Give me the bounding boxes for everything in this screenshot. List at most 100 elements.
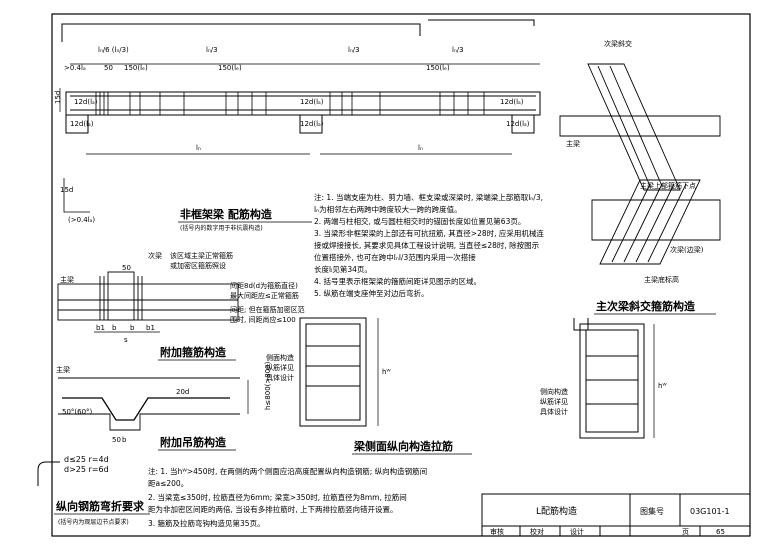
title-additional-hanger: 附加吊筋构造	[160, 435, 227, 449]
oblique-bottom: 主梁底标高	[644, 275, 679, 284]
note-top-3: 3. 当梁形非框架梁的上部还有可抗扭筋, 其直径>28时, 应采用机械连	[314, 228, 544, 238]
label-15d: 15d	[54, 91, 62, 104]
hanger-50: 50	[112, 436, 121, 444]
spacing-a: 间距8d(d为箍筋直径)	[230, 281, 298, 290]
notes-bottom: 注: 1. 当hᵂ>450时, 在两侧的两个侧面应沿高度配置纵向构造钢筋; 纵向…	[148, 466, 427, 528]
spacing-b: 最大间距应≤正常箍筋	[230, 291, 299, 300]
bend-drawing	[37, 461, 60, 486]
title-bend-req: 纵向钢筋弯折要求	[56, 499, 145, 513]
label-ln3-a: lₙ/3	[206, 46, 218, 54]
stirrup-main-beam: 主梁	[60, 275, 74, 284]
oblique-text: 次梁斜交 主梁 主梁上部箍筋下点 次梁(边梁) 主梁底标高	[566, 39, 704, 284]
oblique-small-title: 次梁斜交	[604, 39, 632, 48]
tb-page-no: 65	[716, 528, 725, 536]
left-hook	[63, 178, 90, 213]
hanger-b: b	[122, 436, 127, 444]
title-bend-req-sub: (括号内为观层边节点要求)	[58, 518, 129, 526]
tb-set-no: 03G101-1	[690, 507, 730, 516]
note-bottom-1: 距a≤200。	[148, 479, 188, 488]
label-ln-2: lₙ	[418, 144, 423, 152]
stirrup-50: 50	[122, 264, 131, 272]
title-block	[481, 493, 751, 537]
note-top-5: 位置搭接外, 也可在跨中lₙl/3范围内采用一次搭接	[314, 252, 476, 262]
spacing-c: 间距; 但在箍筋加密区范	[230, 305, 305, 314]
stirrup-note-a: 该区域主梁正常箍筋	[170, 251, 233, 260]
side-hw-2: hᵂ	[658, 382, 667, 390]
label-12d-1: 12d(lₐ)	[74, 98, 98, 106]
tb-design: 设计	[570, 527, 584, 536]
stirrup-secondary-beam: 次梁	[148, 251, 162, 260]
title-main-secondary: 主次梁斜交箍筋构造	[596, 299, 696, 313]
tb-review: 审核	[490, 527, 504, 536]
titles: 非框架梁 配筋构造 (括号内的数字用于非抗震构造) 附加箍筋构造 附加吊筋构造 …	[56, 207, 696, 526]
label-04la: >0.4lₐ	[64, 64, 86, 72]
hanger-main-beam: 主梁	[56, 365, 70, 374]
tb-page-label: 页	[682, 528, 689, 536]
note-top-1: lₙ为相邻左右两跨中跨度较大一跨的跨度值。	[314, 204, 462, 214]
note-bottom-2: 2. 当梁宽≤350时, 拉筋直径为6mm; 梁宽>350时, 拉筋直径为8mm…	[148, 492, 407, 502]
left-note-04la: (>0.4lₐ)	[68, 216, 95, 224]
left-note-15d: 15d	[60, 186, 73, 194]
bend-line-1: d≤25 r=4d	[64, 455, 109, 464]
title-block-text: L配筋构造 图集号 03G101-1 审核 校对 设计 页 65	[490, 505, 730, 536]
stirrup-text: 主梁 次梁 该区域主梁正常箍筋 或加密区箍筋照设 50 s b1 b b b1 …	[60, 251, 305, 344]
bend-line-2: d>25 r=6d	[64, 465, 109, 474]
title-non-frame-sub: (括号内的数字用于非抗震构造)	[180, 224, 263, 232]
hanger-20d: 20d	[176, 388, 189, 396]
label-12d-6: 12d(lₐ)	[506, 120, 530, 128]
oblique-drawing	[559, 63, 721, 265]
title-side-bar: 梁侧面纵向构造拉筋	[353, 439, 453, 453]
oblique-main-beam: 主梁	[566, 139, 580, 148]
side-section-drawing	[299, 317, 655, 439]
hanger-h: h≤800(>800)	[264, 361, 272, 410]
note-top-0: 注: 1. 当端支座为柱、剪力墙、框支梁或深梁时, 梁端梁上部筋取lₙ/3,	[314, 192, 543, 202]
title-underlines	[54, 221, 716, 515]
title-non-frame: 非框架梁 配筋构造	[180, 207, 273, 221]
note-bottom-0: 注: 1. 当hᵂ>450时, 在两侧的两个侧面应沿高度配置纵向构造钢筋; 纵向…	[148, 466, 427, 476]
hanger-drawing	[58, 377, 249, 431]
side-hw-1: hᵂ	[382, 368, 391, 376]
title-additional-stirrup: 附加箍筋构造	[160, 345, 227, 359]
notes-top: 注: 1. 当端支座为柱、剪力墙、框支梁或深梁时, 梁端梁上部筋取lₙ/3, l…	[314, 192, 544, 298]
side-right-2: 纵筋详见	[540, 397, 568, 406]
stirrup-drawing	[57, 271, 239, 333]
top-beam-drawing	[59, 63, 541, 155]
spacing-d: 围时, 间距尚应≤100	[230, 315, 296, 324]
side-left-1: 侧面构造	[266, 353, 294, 362]
bend-text: d≤25 r=4d d>25 r=6d	[64, 455, 109, 474]
label-ln3-b: lₙ/3	[348, 46, 360, 54]
label-ln6: lₙ/6 (lₙ/3)	[98, 46, 129, 54]
stirrup-b1-b: b1	[146, 324, 155, 332]
beam-top-text: lₙ/6 (lₙ/3) lₙ/3 lₙ/3 lₙ/3 >0.4lₐ 50 150…	[54, 46, 530, 224]
note-top-8: 5. 纵筋在端支座伸至对边后弯折。	[314, 288, 429, 298]
label-150-a: 150(lₑ)	[124, 64, 148, 72]
tb-set-label: 图集号	[640, 506, 664, 516]
tb-name: L配筋构造	[536, 505, 577, 517]
oblique-secondary: 次梁(边梁)	[670, 245, 704, 254]
note-bottom-3: 距为非加密区间距的两倍, 当设有多排拉筋时, 上下两排拉筋竖向错开设置。	[148, 504, 398, 514]
stirrup-b1-a: b1	[96, 324, 105, 332]
note-top-6: 长度lₗ见第34页。	[314, 264, 372, 274]
side-right-3: 具体设计	[540, 407, 568, 416]
note-top-4: 接或焊接接长, 其要求见具体工程设计说明, 当直径≤28时, 除按图示	[314, 240, 540, 250]
side-section-text: 侧面构造 纵筋详见 具体设计 侧向构造 纵筋详见 具体设计 hᵂ hᵂ	[266, 353, 667, 416]
tb-check: 校对	[530, 527, 544, 536]
hanger-text: 主梁 20d 50°(60°) b 50 h≤800(>800)	[56, 361, 272, 444]
label-150-b: 150(lₑ)	[218, 64, 242, 72]
label-12d-2: 12d(lₐ)	[300, 98, 324, 106]
sheet-border	[51, 13, 751, 537]
stirrup-s: s	[124, 336, 128, 344]
note-top-2: 2. 两端与柱相交, 或与圆柱相交时的锚固长度如位置见第63页。	[314, 216, 525, 226]
label-150-c: 150(lₑ)	[426, 64, 450, 72]
label-50: 50	[104, 64, 113, 72]
label-ln3-c: lₙ/3	[452, 46, 464, 54]
hanger-angle: 50°(60°)	[62, 408, 93, 416]
stirrup-b-b: b	[130, 324, 135, 332]
note-bottom-4: 3. 箍筋及拉筋弯钩构造见第35页。	[148, 518, 265, 528]
stirrup-b-a: b	[112, 324, 117, 332]
note-top-7: 4. 括号里表示框架梁的箍筋间距详见图示的区域。	[314, 276, 481, 286]
label-12d-5: 12d(lₐ)	[300, 120, 324, 128]
side-left-2: 纵筋详见	[266, 363, 294, 372]
label-ln-1: lₙ	[196, 144, 201, 152]
